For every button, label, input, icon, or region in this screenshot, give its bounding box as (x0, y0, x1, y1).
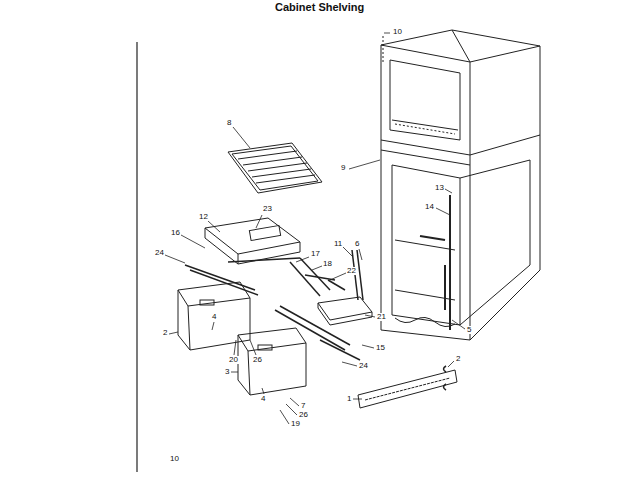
callout-number: 11 (333, 240, 343, 248)
wire-shelf (228, 143, 322, 193)
page-number: 10 (169, 455, 180, 463)
callout-number: 26 (298, 411, 309, 419)
callout-number: 13 (434, 184, 445, 192)
refrigerator-cabinet (381, 30, 540, 340)
diagram-title: Cabinet Shelving (275, 2, 364, 13)
callout-number: 9 (340, 164, 346, 172)
drawer-cover (318, 297, 372, 325)
callout-number: 24 (358, 362, 369, 370)
callout-number: 8 (226, 119, 232, 127)
crisper-cover (205, 218, 300, 264)
callout-number: 2 (162, 329, 168, 337)
callout-number: 22 (346, 267, 357, 275)
callout-number: 10 (392, 28, 403, 36)
callout-number: 15 (375, 344, 386, 352)
callout-number: 3 (224, 368, 230, 376)
base-grille (358, 366, 457, 408)
callout-number: 17 (310, 250, 321, 258)
drawer-rails (185, 250, 363, 360)
callout-number: 2 (455, 355, 461, 363)
callout-number: 14 (424, 203, 435, 211)
callout-number: 4 (260, 395, 266, 403)
callout-number: 12 (198, 213, 209, 221)
callout-number: 24 (154, 249, 165, 257)
callout-number: 21 (376, 313, 387, 321)
callout-number: 19 (290, 420, 301, 428)
callout-number: 1 (346, 395, 352, 403)
crisper-drawer (178, 282, 250, 350)
crisper-drawer (238, 328, 306, 395)
callout-number: 7 (300, 402, 306, 410)
leader-lines (165, 33, 465, 424)
callout-number: 5 (466, 326, 472, 334)
callout-number: 20 (228, 356, 239, 364)
callout-number: 16 (170, 229, 181, 237)
callout-number: 6 (354, 240, 360, 248)
callout-number: 23 (262, 205, 273, 213)
callout-number: 26 (252, 356, 263, 364)
callout-number: 4 (211, 313, 217, 321)
callout-number: 18 (322, 260, 333, 268)
